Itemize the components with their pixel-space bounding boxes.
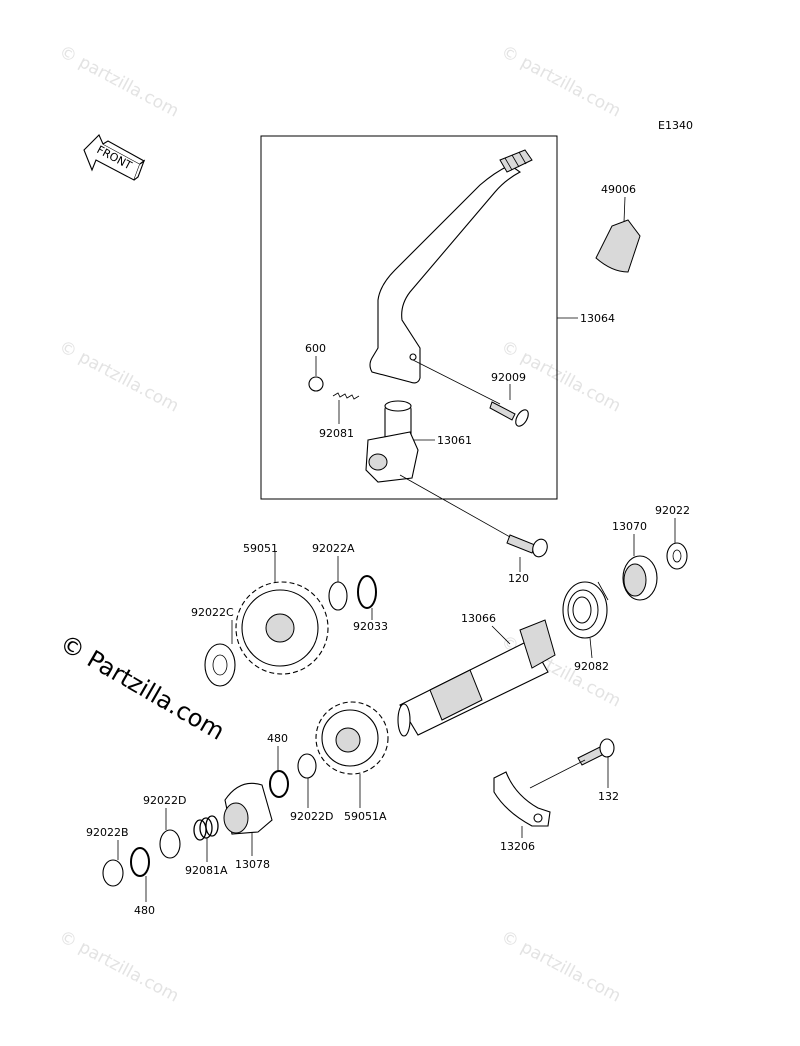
label-120: 120 — [508, 572, 529, 585]
bolt-92009 — [489, 401, 529, 427]
washer-92022A — [328, 581, 348, 611]
watermark: © partzilla.com — [56, 927, 182, 1007]
cap-49006 — [595, 219, 641, 273]
kick-lever — [369, 149, 533, 384]
label-92022D-left: 92022D — [143, 794, 186, 807]
kick-shaft-13066 — [397, 619, 556, 737]
label-59051: 59051 — [243, 542, 278, 555]
gear-59051A — [315, 701, 389, 775]
leader-lines — [117, 196, 676, 902]
label-132: 132 — [598, 790, 619, 803]
label-13061: 13061 — [437, 434, 472, 447]
watermark: © partzilla.com — [498, 927, 624, 1007]
bolt-120 — [506, 534, 548, 558]
circlip-480 — [269, 770, 289, 798]
watermark-layer: © partzilla.com © partzilla.com © partzi… — [56, 42, 624, 1007]
spring-92082 — [562, 581, 609, 639]
washer-92022D — [297, 753, 317, 779]
part-labels: 49006 13064 600 92009 92081 13061 120 92… — [86, 183, 690, 917]
label-13066: 13066 — [461, 612, 496, 625]
label-92082: 92082 — [574, 660, 609, 673]
collar-13070 — [622, 555, 658, 601]
watermark: © partzilla.com — [498, 42, 624, 122]
label-92022B: 92022B — [86, 826, 129, 839]
spring-92081 — [332, 392, 360, 400]
ball-600 — [308, 376, 324, 392]
circlip-92033 — [357, 575, 377, 609]
label-480-upper: 480 — [267, 732, 288, 745]
label-92022D-right: 92022D — [290, 810, 333, 823]
label-92009: 92009 — [491, 371, 526, 384]
label-600: 600 — [305, 342, 326, 355]
label-92022A: 92022A — [312, 542, 355, 555]
watermark-main: © Partzilla.com — [55, 629, 229, 746]
washer-92022D-left — [159, 829, 181, 859]
label-480-lower: 480 — [134, 904, 155, 917]
label-92081A: 92081A — [185, 864, 228, 877]
washer-92022B — [102, 859, 124, 887]
circlip-480-lower — [130, 847, 150, 877]
label-92081: 92081 — [319, 427, 354, 440]
gear-59051 — [235, 581, 329, 675]
watermark: © partzilla.com — [56, 337, 182, 417]
watermark: © partzilla.com — [56, 42, 182, 122]
diagram-code: E1340 — [658, 119, 693, 132]
label-49006: 49006 — [601, 183, 636, 196]
spring-92081A — [193, 815, 219, 841]
label-13064: 13064 — [580, 312, 615, 325]
label-92022: 92022 — [655, 504, 690, 517]
guide-13206 — [493, 771, 551, 827]
label-13078: 13078 — [235, 858, 270, 871]
label-92022C: 92022C — [191, 606, 234, 619]
label-59051A: 59051A — [344, 810, 387, 823]
ratchet-13078 — [223, 782, 273, 835]
kick-shaft-13061 — [365, 400, 419, 483]
label-13070: 13070 — [612, 520, 647, 533]
assembly-box — [260, 135, 558, 500]
label-92033: 92033 — [353, 620, 388, 633]
front-arrow-icon: FRONT — [83, 134, 146, 181]
label-13206: 13206 — [500, 840, 535, 853]
